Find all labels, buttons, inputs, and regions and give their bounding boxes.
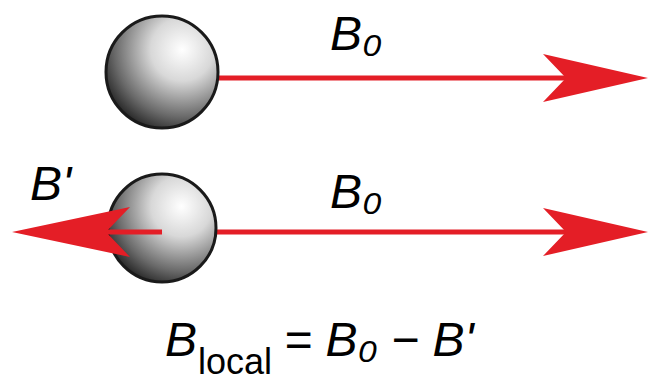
equation-text: = B₀ − B' (284, 316, 474, 364)
equation-symbol: B (165, 316, 197, 364)
nucleus-sphere (108, 174, 216, 282)
field-label: B' (30, 160, 71, 208)
equation-subscript: local (198, 344, 272, 380)
arrowhead (543, 208, 648, 256)
field-label: B₀ (330, 168, 382, 216)
field-arrow-line (218, 76, 580, 81)
nucleus-sphere (106, 16, 218, 128)
arrowhead (543, 54, 648, 102)
arrowhead (12, 207, 130, 257)
field-label: B₀ (330, 10, 382, 58)
field-arrow-line (214, 230, 580, 235)
